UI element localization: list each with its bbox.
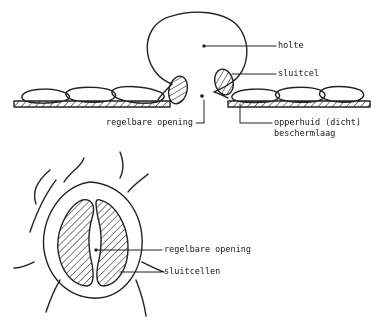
label-epidermis: opperhuid (dicht) xyxy=(274,118,361,128)
label-adjustable-opening-bottom: regelbare opening xyxy=(164,245,251,255)
label-guard-cell: sluitcel xyxy=(278,69,319,79)
protective-layer xyxy=(14,101,370,107)
guard-cells-section xyxy=(166,67,236,106)
label-guard-cells: sluitcellen xyxy=(164,267,220,277)
label-protective-layer: beschermlaag xyxy=(274,129,335,139)
right-guard-cell xyxy=(96,200,128,286)
label-cavity: holte xyxy=(278,41,304,51)
right-epidermis-cells xyxy=(232,87,364,103)
stoma-top-view xyxy=(14,152,164,316)
label-adjustable-opening-top: regelbare opening xyxy=(106,118,193,128)
opening-marker xyxy=(200,94,204,98)
left-guard-cell xyxy=(58,200,94,286)
stoma-cross-section xyxy=(14,12,370,107)
top-leader-lines xyxy=(196,44,276,123)
